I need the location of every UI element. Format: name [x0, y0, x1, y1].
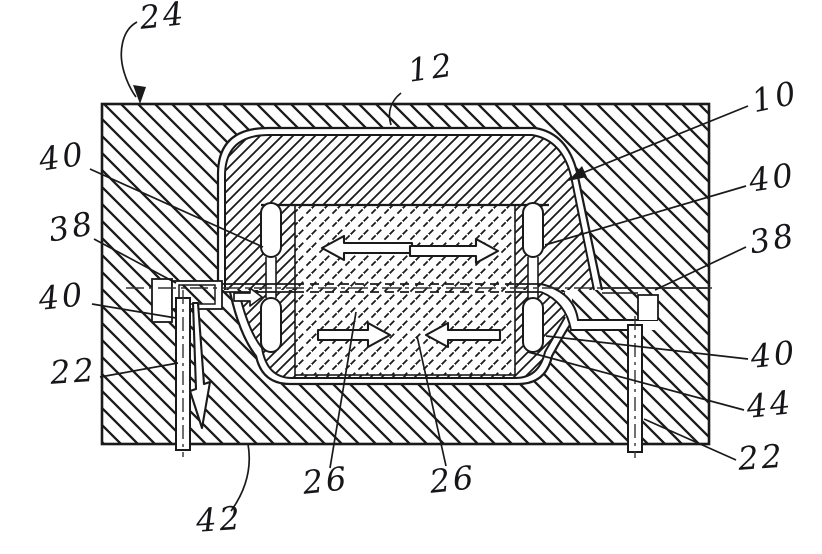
leader-26-left — [329, 311, 357, 469]
ref-label-40-right-mid: 40 — [748, 333, 800, 376]
leader-lines — [89, 21, 749, 512]
leader-22-left — [99, 362, 179, 378]
leader-26-right — [416, 335, 447, 467]
leads — [175, 290, 643, 458]
leader-12 — [388, 92, 402, 126]
ref-label-42: 42 — [194, 498, 245, 540]
flow-arrows — [188, 234, 502, 430]
leader-10-arrowhead — [568, 166, 587, 181]
leader-38-right — [654, 246, 747, 291]
leader-40-right-mid — [545, 335, 749, 360]
leader-40-left-bottom — [91, 303, 177, 319]
ref-label-40-left-bottom: 40 — [36, 275, 88, 318]
leader-22-right — [643, 418, 737, 461]
leader-24 — [120, 21, 138, 98]
leader-38-left — [93, 238, 177, 284]
mold-compound-cavity — [261, 203, 549, 376]
ref-label-38-right: 38 — [746, 215, 800, 262]
ref-label-12: 12 — [405, 45, 458, 90]
ref-label-22-left: 22 — [48, 350, 99, 392]
ref-label-40-right-top: 40 — [746, 155, 799, 200]
flow-arrow-lower-left — [316, 321, 392, 349]
leader-44 — [527, 351, 745, 411]
gate-slots — [260, 202, 544, 353]
flow-arrow-lower-right — [424, 321, 502, 349]
ref-label-26-right: 26 — [427, 458, 479, 501]
ref-label-22-right: 22 — [736, 436, 787, 478]
gate-arrow-icon — [233, 287, 263, 307]
leader-42 — [230, 443, 251, 512]
flow-arrow-down — [188, 301, 212, 430]
ref-label-44: 44 — [744, 383, 796, 426]
ref-label-10: 10 — [748, 73, 802, 121]
flow-arrow-upper-right — [408, 237, 500, 265]
ref-label-26-left: 26 — [300, 459, 352, 502]
leader-24-arrowhead — [133, 85, 146, 104]
leader-10 — [574, 105, 749, 177]
ref-label-24: 24 — [137, 0, 189, 37]
ref-label-40-left-top: 40 — [36, 134, 89, 179]
leader-40-right-top — [544, 185, 747, 246]
ref-label-38-left: 38 — [45, 203, 99, 250]
leader-40-left-top — [89, 168, 264, 248]
